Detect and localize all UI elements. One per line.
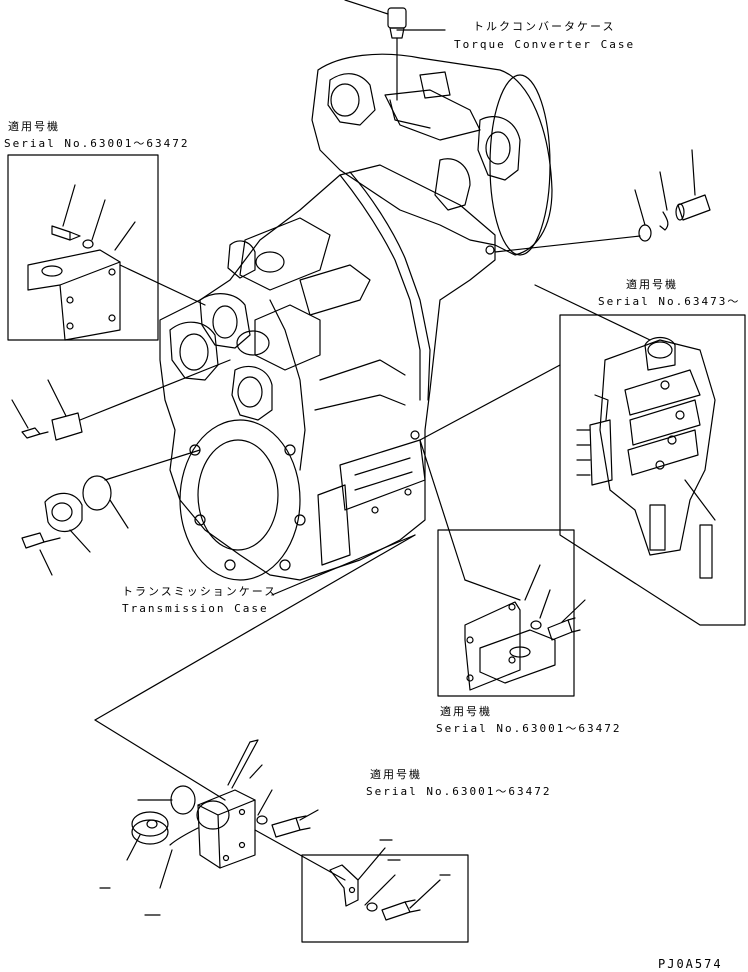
detail-box-lower-right [419,439,586,697]
serial-range-label-lower-right: Serial No.63001～63472 [436,722,622,735]
applicable-model-label-right: 適用号機 [626,278,678,291]
right-loose-parts [494,149,711,253]
serial-range-label-upper-left: Serial No.63001～63472 [4,137,190,150]
torque-converter-case-label-jp: トルクコンバータケース [473,20,616,33]
torque-converter-case-label-en: Torque Converter Case [454,38,636,51]
transmission-case-label-jp: トランスミッションケース [122,585,278,598]
applicable-model-label-upper-left: 適用号機 [8,120,60,133]
detail-box-bottom [99,839,469,943]
applicable-model-label-lower-right: 適用号機 [440,705,492,718]
label-leaders [271,29,446,596]
applicable-model-label-bottom: 適用号機 [370,768,422,781]
transmission-case [159,164,496,581]
serial-range-label-bottom: Serial No.63001～63472 [366,785,552,798]
detail-box-upper-left [7,154,206,341]
control-valve-assembly [419,284,746,626]
lower-valve-block [94,534,416,889]
left-loose-parts [11,359,231,576]
transmission-case-label-en: Transmission Case [122,602,269,615]
breather-sensor [344,0,407,101]
torque-converter-case [311,53,553,256]
drawing-code: PJ0A574 [658,957,723,971]
serial-range-label-right: Serial No.63473～ [598,295,741,308]
